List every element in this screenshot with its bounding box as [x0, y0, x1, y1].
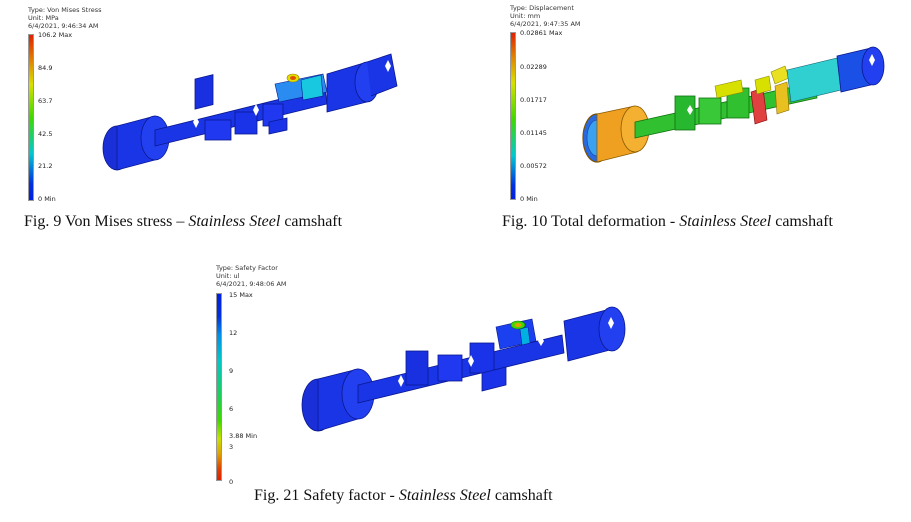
fig9-tick-1: 84.9 [38, 64, 53, 72]
fig10-time-label: 6/4/2021, 9:47:35 AM [510, 20, 581, 28]
fig10-tick-3: 0.01145 [520, 129, 547, 137]
fig21-caption-prefix: Fig. 21 Safety factor - [254, 487, 399, 504]
fig9-time-label: 6/4/2021, 9:46:34 AM [28, 22, 99, 30]
fig21-caption: Fig. 21 Safety factor - Stainless Steel … [254, 487, 553, 505]
fig10-tick-max: 0.02861 Max [520, 29, 563, 37]
fig21-tick-1: 12 [229, 329, 238, 337]
fig9-tick-min: 0 Min [38, 195, 56, 203]
fig9-tick-max: 106.2 Max [38, 31, 73, 39]
fig9-color-legend [28, 34, 34, 201]
fig9-type-label: Type: Von Mises Stress [28, 6, 102, 14]
fig21-camshaft-render [301, 306, 626, 432]
fig21-unit-label: Unit: ul [216, 272, 240, 280]
fig21-color-legend [216, 293, 222, 481]
fig21-time-label: 6/4/2021, 9:48:06 AM [216, 280, 287, 288]
fig10-caption: Fig. 10 Total deformation - Stainless St… [502, 213, 833, 231]
fig21-caption-material: Stainless Steel [398, 487, 491, 504]
fig21-tick-min: 3.88 Min [229, 432, 258, 440]
fig21-tick-6: 0 [229, 478, 234, 486]
fig9-tick-4: 21.2 [38, 162, 53, 170]
fig9-tick-2: 63.7 [38, 97, 53, 105]
fig9-caption-material: Stainless Steel [188, 213, 281, 230]
fig10-camshaft-render [582, 46, 885, 163]
fig9-unit-label: Unit: MPa [28, 14, 59, 22]
fig9-caption: Fig. 9 Von Mises stress – Stainless Stee… [24, 213, 342, 231]
fig21-caption-suffix: camshaft [490, 487, 553, 504]
fig10-tick-min: 0 Min [520, 195, 538, 203]
fig10-unit-label: Unit: mm [510, 12, 541, 20]
fig10-type-label: Type: Displacement [510, 4, 574, 12]
fig10-tick-2: 0.01717 [520, 96, 547, 104]
fig10-tick-4: 0.00572 [520, 162, 547, 170]
fig21-tick-5: 3 [229, 443, 234, 451]
fig21-tick-max: 15 Max [229, 291, 253, 299]
fig10-color-legend [510, 32, 516, 200]
fig21-tick-3: 6 [229, 405, 234, 413]
fig9-caption-prefix: Fig. 9 Von Mises stress – [24, 213, 189, 230]
fig21-tick-2: 9 [229, 367, 234, 375]
fig10-caption-suffix: camshaft [771, 213, 833, 230]
fig21-type-label: Type: Safety Factor [216, 264, 278, 272]
fig10-caption-material: Stainless Steel [679, 213, 772, 230]
fig9-caption-suffix: camshaft [280, 213, 343, 230]
fig9-camshaft-render [102, 53, 398, 171]
fig9-tick-3: 42.5 [38, 130, 53, 138]
fig10-caption-prefix: Fig. 10 Total deformation - [502, 213, 680, 230]
fig10-tick-1: 0.02289 [520, 63, 547, 71]
